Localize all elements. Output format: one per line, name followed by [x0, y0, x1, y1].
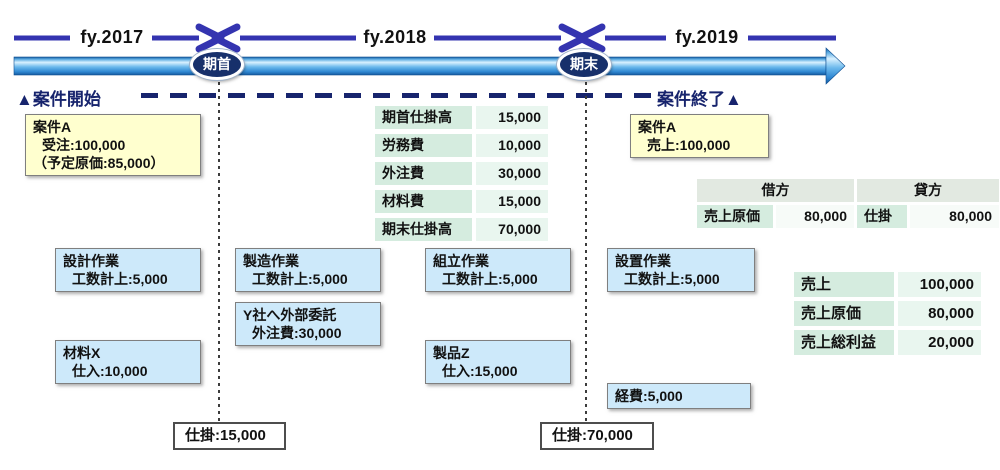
- task-detail: 工数計上:5,000: [442, 271, 538, 287]
- journal-entry-table: 借方 貸方 売上原価 80,000 仕掛 80,000: [697, 179, 999, 228]
- sales-box: 案件A 売上:100,000: [630, 114, 769, 158]
- wip-row-label: 外注費: [375, 162, 472, 185]
- sales-box-amount: 売上:100,000: [647, 137, 731, 153]
- period-start-badge: 期首: [190, 49, 244, 80]
- project-start-label: ▲案件開始: [16, 90, 101, 109]
- task-detail: 仕入:15,000: [442, 363, 518, 379]
- period-start-guide-line: [218, 82, 220, 422]
- pl-row-value: 100,000: [898, 272, 981, 297]
- wip-row-value: 30,000: [476, 162, 548, 185]
- wip-row-value: 15,000: [476, 106, 548, 129]
- task-box-assembly: 組立作業 工数計上:5,000: [425, 248, 571, 292]
- fy-2018-label: fy.2018: [363, 27, 427, 47]
- task-title: 経費:5,000: [615, 388, 683, 404]
- task-box-outsourcing: Y社へ外部委託 外注費:30,000: [235, 302, 381, 346]
- task-box-manufacturing: 製造作業 工数計上:5,000: [235, 248, 381, 292]
- wip-balance-period-start: 仕掛:15,000: [173, 422, 286, 450]
- task-title: 組立作業: [433, 253, 489, 269]
- task-detail: 外注費:30,000: [252, 325, 342, 341]
- task-box-expense: 経費:5,000: [607, 383, 751, 409]
- profit-loss-table: 売上 100,000 売上原価 80,000 売上総利益 20,000: [794, 272, 981, 355]
- timeline-bar: [13, 56, 827, 76]
- pl-row-label: 売上原価: [794, 301, 894, 326]
- order-box: 案件A 受注:100,000 （予定原価:85,000）: [25, 114, 201, 176]
- task-title: 設置作業: [615, 253, 671, 269]
- wip-row-label: 期末仕掛高: [375, 218, 472, 241]
- task-title: 設計作業: [63, 253, 119, 269]
- task-box-product-z: 製品Z 仕入:15,000: [425, 340, 571, 384]
- task-detail: 工数計上:5,000: [252, 271, 348, 287]
- pl-row-label: 売上: [794, 272, 894, 297]
- wip-row-value: 15,000: [476, 190, 548, 213]
- arrow-left-icon: [211, 23, 241, 53]
- wip-row-value: 70,000: [476, 218, 548, 241]
- credit-amount: 80,000: [910, 205, 999, 228]
- task-detail: 仕入:10,000: [72, 363, 148, 379]
- task-title: 材料X: [63, 345, 101, 361]
- wip-cost-table: 期首仕掛高 15,000 労務費 10,000 外注費 30,000 材料費 1…: [375, 106, 548, 241]
- credit-account: 仕掛: [857, 205, 907, 228]
- credit-header: 貸方: [857, 179, 999, 202]
- task-box-installation: 設置作業 工数計上:5,000: [607, 248, 755, 292]
- order-box-amount: 受注:100,000: [42, 137, 126, 153]
- debit-account: 売上原価: [697, 205, 773, 228]
- debit-header: 借方: [697, 179, 854, 202]
- task-detail: 工数計上:5,000: [72, 271, 168, 287]
- task-title: 製造作業: [243, 253, 299, 269]
- order-box-planned-cost: （予定原価:85,000）: [33, 155, 165, 171]
- period-end-badge: 期末: [557, 49, 611, 80]
- pl-row-value: 20,000: [898, 330, 981, 355]
- wip-row-label: 労務費: [375, 134, 472, 157]
- order-box-title: 案件A: [33, 119, 72, 135]
- project-duration-dashed-line: [141, 93, 651, 98]
- pl-row-label: 売上総利益: [794, 330, 894, 355]
- task-box-material-x: 材料X 仕入:10,000: [55, 340, 201, 384]
- timeline-bar-arrowhead-icon: [825, 47, 846, 85]
- task-detail: 工数計上:5,000: [624, 271, 720, 287]
- wip-row-label: 期首仕掛高: [375, 106, 472, 129]
- pl-row-value: 80,000: [898, 301, 981, 326]
- fy-2019-label: fy.2019: [675, 27, 739, 47]
- wip-row-label: 材料費: [375, 190, 472, 213]
- arrow-left-icon: [576, 23, 606, 53]
- wip-row-value: 10,000: [476, 134, 548, 157]
- task-title: Y社へ外部委託: [243, 307, 337, 323]
- period-end-guide-line: [585, 82, 587, 422]
- project-end-label: 案件終了▲: [657, 90, 742, 109]
- task-title: 製品Z: [433, 345, 470, 361]
- task-box-design: 設計作業 工数計上:5,000: [55, 248, 201, 292]
- fy-2017-label: fy.2017: [80, 27, 144, 47]
- sales-box-title: 案件A: [638, 119, 677, 135]
- wip-balance-period-end: 仕掛:70,000: [540, 422, 654, 450]
- debit-amount: 80,000: [776, 205, 854, 228]
